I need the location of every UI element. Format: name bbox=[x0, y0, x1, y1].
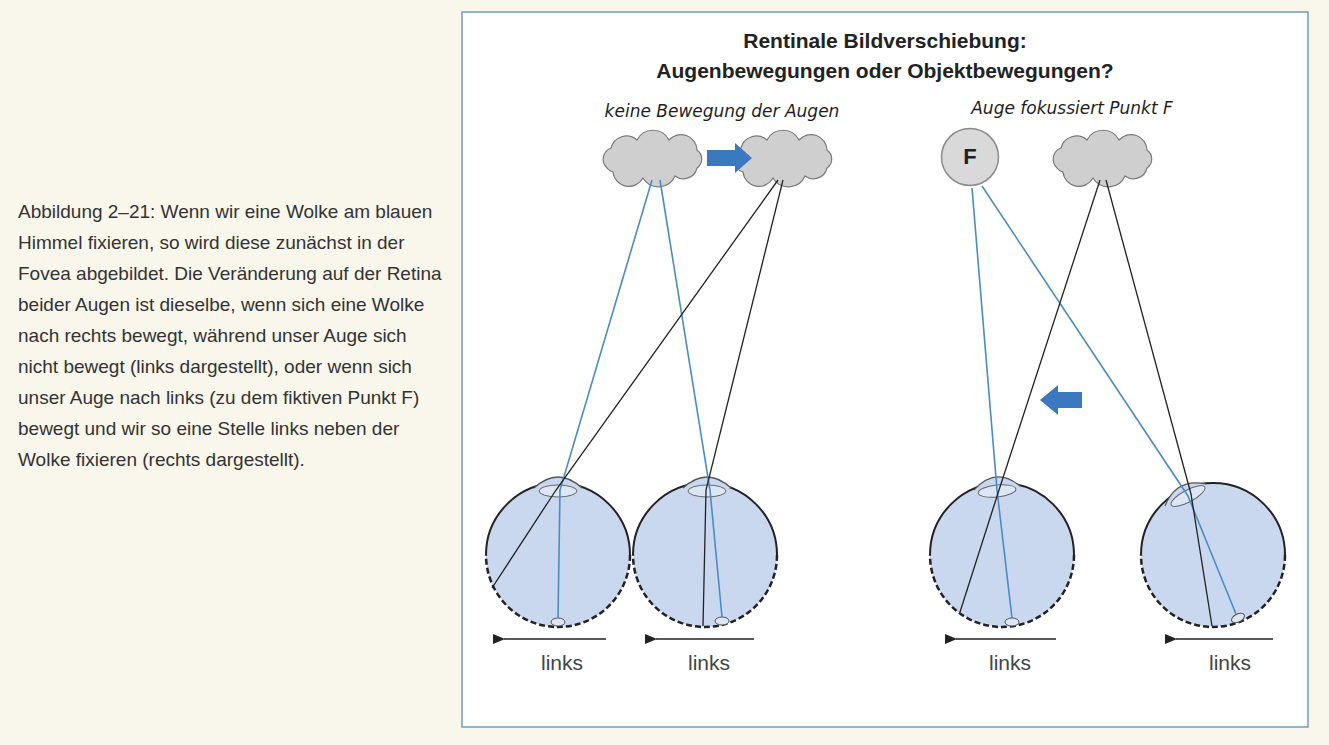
direction-arrow bbox=[956, 638, 1056, 640]
fovea bbox=[1005, 618, 1019, 626]
direction-label: links bbox=[541, 651, 583, 675]
light-ray bbox=[492, 180, 778, 588]
cloud bbox=[1053, 130, 1151, 187]
eye-outline bbox=[1141, 483, 1285, 555]
handwritten-note: Auge fokussiert Punkt F bbox=[971, 98, 1173, 118]
fovea bbox=[1230, 611, 1246, 625]
direction-arrow bbox=[504, 638, 606, 640]
light-ray bbox=[558, 180, 652, 618]
handwritten-note: keine Bewegung der Augen bbox=[605, 101, 840, 121]
light-ray bbox=[1106, 180, 1212, 626]
figure-caption: Abbildung 2–21: Wenn wir eine Wolke am b… bbox=[18, 196, 443, 475]
figure-frame bbox=[462, 12, 1308, 727]
direction-label: links bbox=[1209, 651, 1251, 675]
light-ray bbox=[982, 186, 1236, 614]
retina bbox=[633, 555, 777, 627]
point-circle bbox=[942, 129, 999, 186]
light-ray bbox=[703, 180, 783, 626]
direction-label: links bbox=[688, 651, 730, 675]
point-label: F bbox=[963, 144, 976, 170]
movement-arrow bbox=[1040, 385, 1082, 415]
eyeball bbox=[1141, 483, 1285, 627]
eye-outline bbox=[930, 483, 1074, 555]
fixation-point: F bbox=[940, 127, 1000, 187]
direction-label: links bbox=[989, 651, 1031, 675]
fovea bbox=[715, 617, 729, 625]
light-ray bbox=[972, 188, 1012, 618]
light-ray bbox=[960, 180, 1100, 612]
light-ray bbox=[660, 180, 722, 617]
retina bbox=[1141, 555, 1285, 627]
figure-title: Rentinale Bildverschiebung: Augenbewegun… bbox=[650, 26, 1120, 86]
direction-arrow bbox=[1176, 638, 1273, 640]
cloud bbox=[603, 130, 701, 187]
movement-arrow bbox=[707, 143, 752, 173]
fovea bbox=[551, 618, 565, 626]
eye-outline bbox=[486, 483, 630, 555]
eyeball bbox=[930, 483, 1074, 627]
retina bbox=[930, 555, 1074, 627]
direction-arrow bbox=[656, 638, 754, 640]
